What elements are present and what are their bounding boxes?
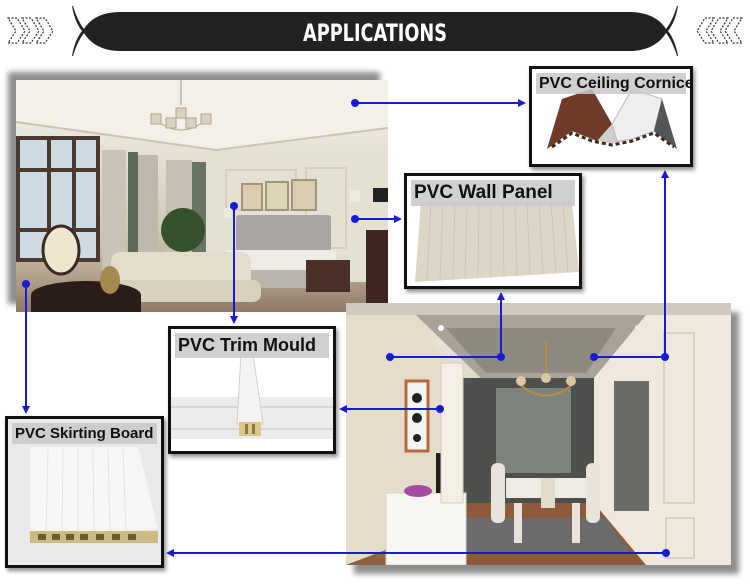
ceiling-cornice-image	[547, 88, 677, 149]
banner-shape	[6, 6, 744, 56]
product-label: PVC Ceiling Cornice	[536, 73, 690, 94]
wall-panel-image	[415, 201, 579, 282]
product-label: PVC Trim Mould	[175, 333, 329, 358]
product-label: PVC Skirting Board	[12, 423, 157, 444]
product-card-ceiling-cornice[interactable]: PVC Ceiling Cornice	[529, 66, 693, 167]
dining-room-photo	[346, 303, 731, 565]
page-title: APPLICATIONS	[303, 19, 447, 47]
product-card-skirting-board[interactable]: PVC Skirting Board	[5, 416, 164, 568]
product-label: PVC Wall Panel	[411, 180, 575, 206]
trim-mould-image	[171, 353, 333, 439]
product-card-trim-mould[interactable]: PVC Trim Mould	[168, 326, 336, 454]
chevron-right-icon	[6, 17, 54, 44]
header-banner: APPLICATIONS	[0, 0, 750, 62]
bedroom-illustration	[16, 80, 388, 312]
chevron-left-icon	[696, 17, 744, 44]
product-card-wall-panel[interactable]: PVC Wall Panel	[404, 173, 582, 289]
bedroom-photo	[16, 80, 388, 312]
dining-room-illustration	[346, 303, 731, 565]
